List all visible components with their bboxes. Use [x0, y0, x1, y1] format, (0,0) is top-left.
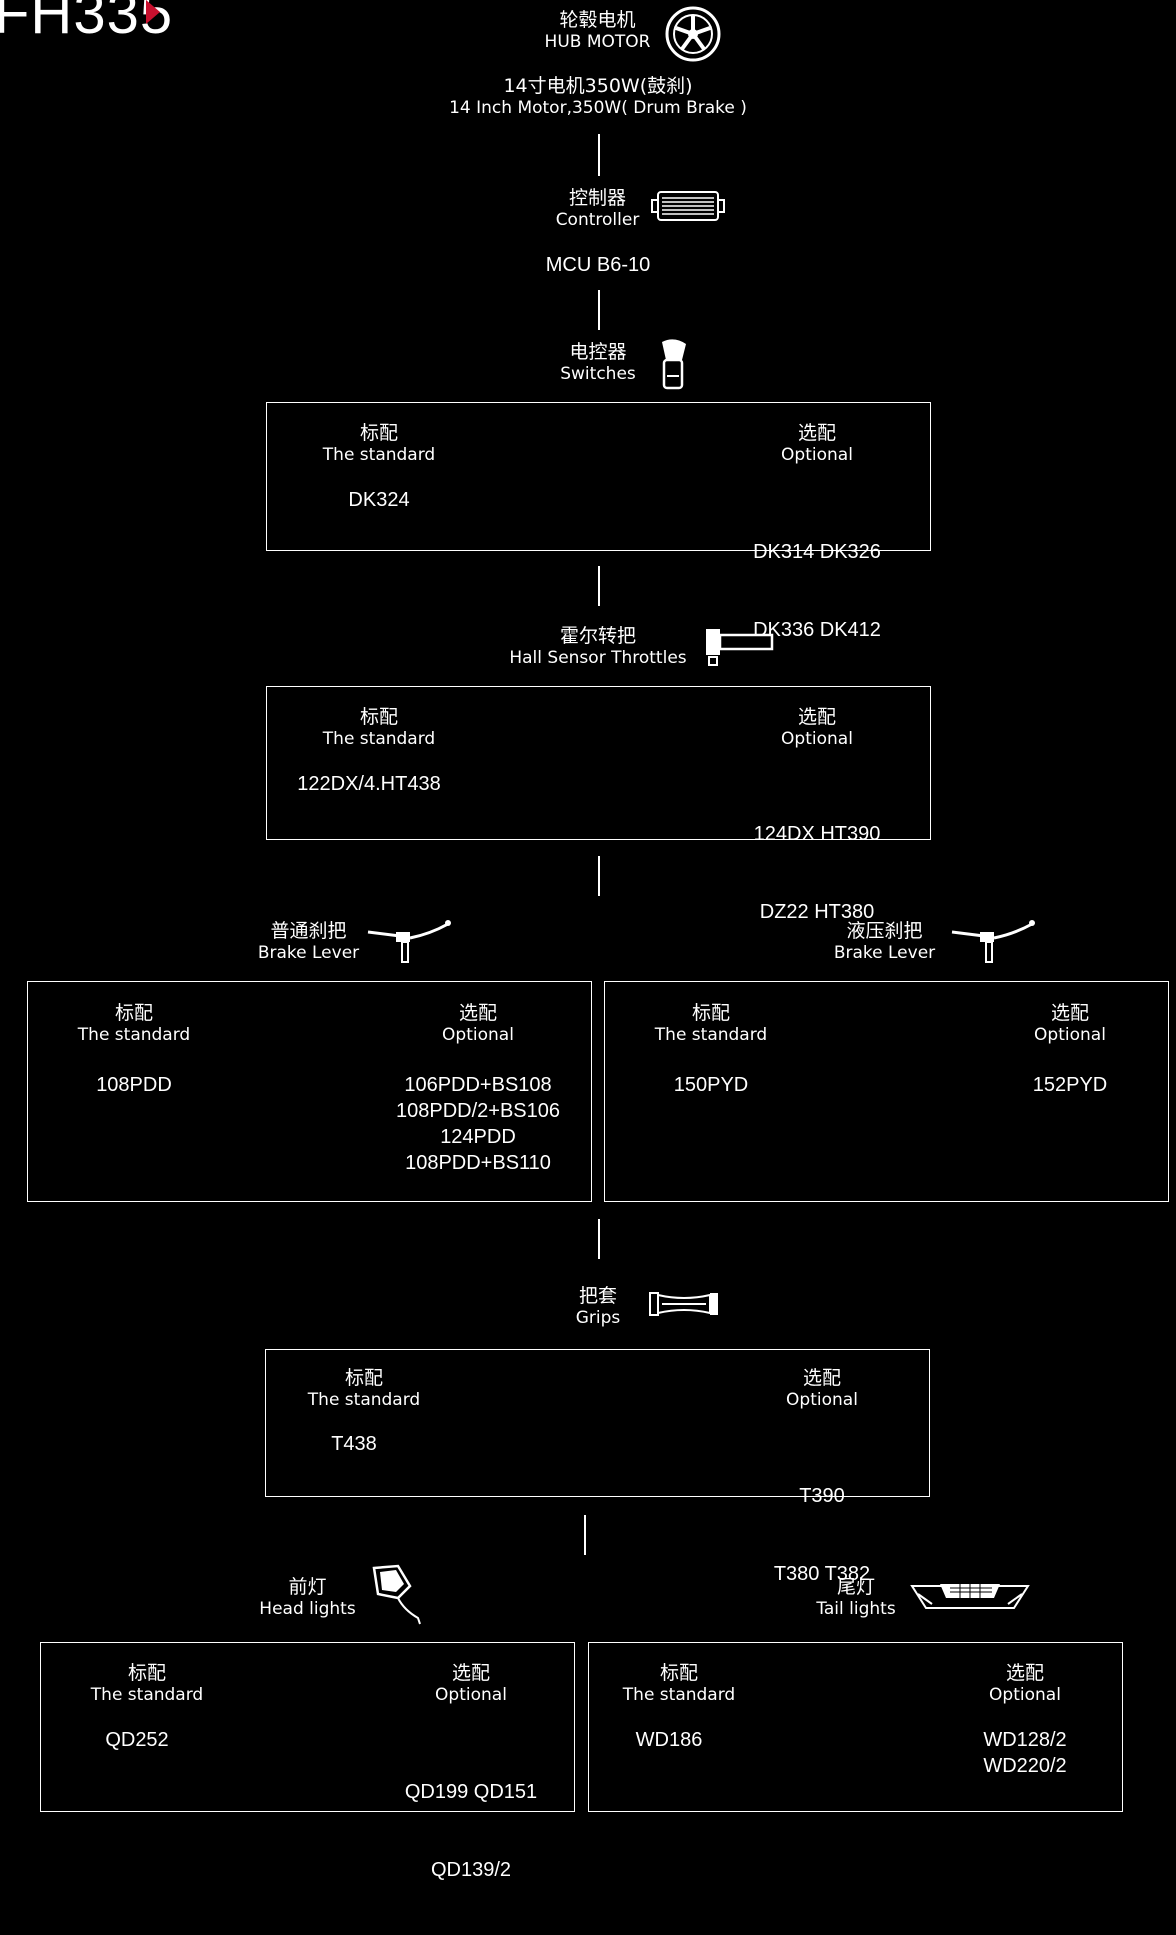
- connector-line: [584, 1515, 586, 1555]
- value-item: T380 T382: [773, 1563, 871, 1585]
- value-item: QD252: [105, 1729, 169, 1751]
- model-logo: FH335: [0, 0, 174, 46]
- optional-header: 选配 Optional: [781, 706, 853, 749]
- optional-values: 124DX HT390 DZ22 HT380: [717, 769, 917, 977]
- brake-hydraulic-options-box: 标配 The standard 选配 Optional 150PYD 152PY…: [604, 981, 1169, 1202]
- optional-values: 106PDD+BS108 108PDD/2+BS106 124PDD 108PD…: [378, 1072, 578, 1176]
- standard-header: 标配 The standard: [322, 422, 436, 465]
- standard-values: 108PDD: [44, 1072, 224, 1098]
- switches-options-box: 标配 The standard 选配 Optional DK324 DK314 …: [266, 402, 931, 641]
- connector-line: [598, 856, 600, 896]
- standard-values: 122DX/4.HT438: [269, 771, 469, 797]
- throttles-label: 霍尔转把 Hall Sensor Throttles: [509, 625, 687, 668]
- motor-spec: 14寸电机350W(鼓刹) 14 Inch Motor,350W( Drum B…: [449, 75, 747, 118]
- throttle-icon: [706, 629, 774, 666]
- value-item: 122DX/4.HT438: [297, 773, 441, 795]
- optional-header: 选配 Optional: [989, 1662, 1061, 1705]
- standard-header: 标配 The standard: [77, 1002, 191, 1045]
- value-item: WD220/2: [983, 1755, 1067, 1777]
- optional-values: T390 T380 T382: [722, 1431, 922, 1639]
- value-item: 152PYD: [1032, 1074, 1108, 1096]
- optional-header: 选配 Optional: [435, 1662, 507, 1705]
- brake-normal-options-box: 标配 The standard 选配 Optional 108PDD 106PD…: [27, 981, 592, 1202]
- optional-header: 选配 Optional: [1034, 1002, 1106, 1045]
- value-item: QD139/2: [430, 1859, 512, 1881]
- controller-model: MCU B6-10: [545, 254, 651, 276]
- optional-header: 选配 Optional: [442, 1002, 514, 1045]
- value-item: DK314 DK326: [753, 541, 881, 563]
- grips-label: 把套 Grips: [575, 1285, 621, 1328]
- brake-lever-icon: [951, 920, 1035, 963]
- value-item: 108PDD/2+BS106: [395, 1100, 560, 1122]
- optional-values: DK314 DK326 DK336 DK412: [717, 487, 917, 695]
- controller-icon: [651, 191, 725, 221]
- logo-triangle-icon: [146, 0, 160, 24]
- standard-values: 150PYD: [621, 1072, 801, 1098]
- standard-values: T438: [274, 1431, 434, 1457]
- wheel-icon: [665, 6, 721, 62]
- value-item: DZ22 HT380: [759, 901, 875, 923]
- standard-header: 标配 The standard: [90, 1662, 204, 1705]
- head-lights-options-box: 标配 The standard 选配 Optional QD252 QD199 …: [40, 1642, 575, 1881]
- standard-header: 标配 The standard: [654, 1002, 768, 1045]
- brake-hydraulic-label: 液压刹把 Brake Lever: [833, 920, 936, 963]
- connector-line: [598, 566, 600, 606]
- value-item: 124DX HT390: [753, 823, 881, 845]
- standard-header: 标配 The standard: [307, 1367, 421, 1410]
- standard-header: 标配 The standard: [322, 706, 436, 749]
- brake-lever-icon: [367, 920, 451, 963]
- optional-header: 选配 Optional: [786, 1367, 858, 1410]
- value-item: WD186: [635, 1729, 703, 1751]
- value-item: T438: [331, 1433, 377, 1455]
- value-item: QD199 QD151: [404, 1781, 538, 1803]
- value-item: DK324: [348, 489, 410, 511]
- connector-line: [598, 134, 600, 176]
- value-item: 108PDD: [96, 1074, 172, 1096]
- optional-header: 选配 Optional: [781, 422, 853, 465]
- head-light-icon: [372, 1564, 421, 1625]
- value-item: WD128/2: [983, 1729, 1067, 1751]
- head-lights-label: 前灯 Head lights: [259, 1576, 356, 1619]
- switches-label: 电控器 Switches: [560, 341, 636, 384]
- value-item: 108PDD+BS110: [405, 1152, 551, 1174]
- value-item: 124PDD: [440, 1126, 516, 1148]
- standard-values: WD186: [589, 1727, 749, 1753]
- grips-options-box: 标配 The standard 选配 Optional T438 T390 T3…: [265, 1349, 930, 1585]
- value-item: T390: [799, 1485, 845, 1507]
- optional-values: WD128/2 WD220/2: [945, 1727, 1105, 1779]
- optional-values: QD199 QD151 QD139/2: [371, 1727, 571, 1935]
- standard-values: QD252: [57, 1727, 217, 1753]
- brake-normal-label: 普通刹把 Brake Lever: [257, 920, 360, 963]
- value-item: 106PDD+BS108: [404, 1074, 552, 1096]
- tail-lights-label: 尾灯 Tail lights: [816, 1576, 896, 1619]
- value-item: DK336 DK412: [753, 619, 881, 641]
- throttles-options-box: 标配 The standard 选配 Optional 122DX/4.HT43…: [266, 686, 931, 923]
- connector-line: [598, 1219, 600, 1259]
- motor-label: 轮毂电机 HUB MOTOR: [544, 9, 651, 52]
- controller-label: 控制器 Controller: [555, 187, 640, 230]
- standard-header: 标配 The standard: [622, 1662, 736, 1705]
- standard-values: DK324: [289, 487, 469, 513]
- connector-line: [598, 290, 600, 330]
- tail-light-icon: [910, 1584, 1030, 1609]
- switch-icon: [662, 339, 686, 390]
- value-item: 150PYD: [673, 1074, 749, 1096]
- grip-icon: [649, 1292, 718, 1316]
- tail-lights-options-box: 标配 The standard 选配 Optional WD186 WD128/…: [588, 1642, 1123, 1812]
- optional-values: 152PYD: [990, 1072, 1150, 1098]
